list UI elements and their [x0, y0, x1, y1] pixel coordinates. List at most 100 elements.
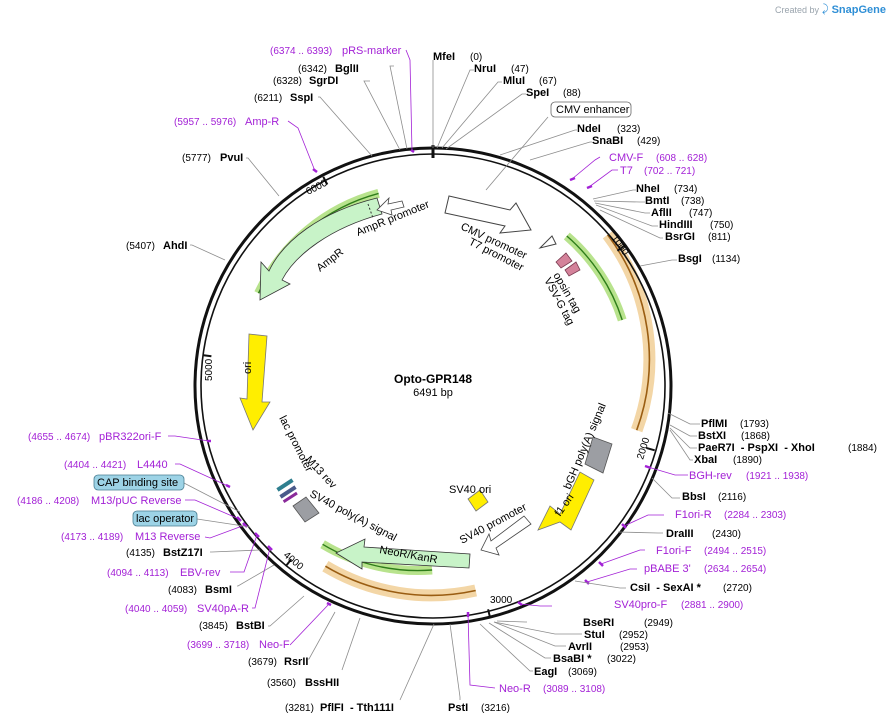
- cmv-promoter-arrow[interactable]: [444, 195, 532, 234]
- enzyme-label[interactable]: BsgI: [678, 253, 702, 265]
- primer-label[interactable]: Amp-R: [245, 116, 279, 128]
- primer-label[interactable]: SV40pA-R: [197, 603, 249, 615]
- primer-label[interactable]: CMV-F: [609, 152, 644, 164]
- primer-position: (2634 .. 2654): [704, 564, 766, 575]
- enzyme-position: (2949): [644, 618, 673, 629]
- sv40-ori-box[interactable]: [467, 489, 489, 512]
- ampr-arrow[interactable]: [259, 197, 383, 301]
- enzyme-position: (47): [511, 64, 529, 75]
- primer-label[interactable]: pBABE 3': [644, 563, 691, 575]
- m13-rev-bar[interactable]: [276, 478, 294, 492]
- enzyme-label[interactable]: BstZ17I: [163, 547, 203, 559]
- primer-position: (4404 .. 4421): [64, 460, 126, 471]
- enzyme-label[interactable]: SpeI: [526, 87, 549, 99]
- enzyme-label[interactable]: BssHII: [305, 677, 339, 689]
- enzyme-label[interactable]: DraIII: [666, 528, 694, 540]
- orf-band-right[interactable]: [602, 231, 656, 433]
- primer-label[interactable]: BGH-rev: [689, 470, 732, 482]
- enzyme-label[interactable]: BseRI: [583, 617, 614, 629]
- primer-position: (3089 .. 3108): [543, 684, 605, 695]
- sv40-polya-box[interactable]: [292, 496, 320, 523]
- primer-label[interactable]: SV40pro-F: [614, 599, 667, 611]
- enzyme-position: (1890): [733, 455, 762, 466]
- opsin-tag-shape[interactable]: [555, 252, 573, 269]
- enzyme-label[interactable]: BsaBI *: [553, 653, 592, 665]
- enzyme-label[interactable]: XbaI: [694, 454, 717, 466]
- primer-label[interactable]: Neo-F: [259, 639, 290, 651]
- enzyme-label[interactable]: AflII: [651, 207, 672, 219]
- snapgene-credit: Created by ⤸ SnapGene: [775, 3, 886, 16]
- primer-label[interactable]: EBV-rev: [180, 567, 221, 579]
- enzyme-position: (811): [708, 232, 731, 243]
- callout-cmv-enhancer[interactable]: CMV enhancer: [485, 101, 632, 191]
- enzyme-label[interactable]: CsiI - SexAI *: [630, 582, 702, 594]
- primer-label[interactable]: T7: [620, 165, 633, 177]
- enzyme-label[interactable]: BsrGI: [665, 231, 695, 243]
- enzyme-position: (2720): [723, 583, 752, 594]
- feature-arcs: [254, 189, 656, 602]
- vsvg-tag-shape[interactable]: [564, 261, 581, 277]
- enzyme-label[interactable]: BstXI: [698, 430, 726, 442]
- enzyme-position: (5407): [126, 241, 155, 252]
- t7-promoter-arrow[interactable]: [538, 235, 557, 249]
- enzyme-label[interactable]: MluI: [503, 75, 525, 87]
- enzyme-label[interactable]: BstBI: [236, 620, 265, 632]
- primer-position: (702 .. 721): [644, 166, 695, 177]
- primer-position: (608 .. 628): [656, 153, 707, 164]
- enzyme-label[interactable]: HindIII: [659, 219, 693, 231]
- enzyme-label[interactable]: AhdI: [163, 240, 187, 252]
- enzyme-label[interactable]: RsrII: [284, 656, 308, 668]
- enzyme-label[interactable]: PvuI: [220, 152, 243, 164]
- primer-label[interactable]: F1ori-F: [656, 545, 692, 557]
- enzyme-label[interactable]: BbsI: [682, 491, 706, 503]
- primer-label[interactable]: M13/pUC Reverse: [91, 495, 181, 507]
- neo-kanr-arrow[interactable]: [335, 538, 471, 570]
- callout-lac-operator-label: lac operator: [136, 513, 194, 525]
- enzyme-position: (1134): [712, 254, 740, 265]
- callout-cmv-enhancer-label: CMV enhancer: [556, 104, 630, 116]
- enzyme-position: (2430): [712, 529, 741, 540]
- opsin-orf-line: [566, 235, 623, 321]
- enzyme-position: (747): [689, 208, 712, 219]
- callout-lac-operator[interactable]: lac operator: [132, 510, 251, 528]
- enzyme-label[interactable]: EagI: [534, 666, 557, 678]
- enzyme-label[interactable]: AvrII: [568, 641, 592, 653]
- enzyme-label[interactable]: MfeI: [433, 51, 455, 63]
- primer-position: (1921 .. 1938): [746, 471, 808, 482]
- enzyme-label[interactable]: BglII: [335, 63, 359, 75]
- enzyme-label[interactable]: PstI: [448, 702, 468, 714]
- enzyme-label[interactable]: NdeI: [577, 123, 601, 135]
- enzyme-position: (88): [563, 88, 581, 99]
- enzyme-label[interactable]: SspI: [290, 92, 313, 104]
- primer-label[interactable]: pRS-marker: [342, 45, 402, 57]
- primer-label[interactable]: Neo-R: [499, 683, 531, 695]
- lac-operator-bar[interactable]: [279, 485, 297, 499]
- callout-cap-binding-site[interactable]: CAP binding site: [93, 474, 241, 513]
- primer-label[interactable]: L4440: [137, 459, 168, 471]
- enzyme-label[interactable]: BmtI: [645, 195, 669, 207]
- leader-lines: [190, 60, 700, 701]
- primer-position: (2881 .. 2900): [681, 600, 743, 611]
- bgh-polya-box[interactable]: [584, 436, 613, 474]
- enzyme-label[interactable]: NheI: [636, 183, 660, 195]
- enzyme-label[interactable]: PflMI: [701, 418, 727, 430]
- enzyme-label[interactable]: NruI: [474, 63, 496, 75]
- primer-label[interactable]: pBR322ori-F: [99, 431, 162, 443]
- sv40-promoter-arrow[interactable]: [480, 515, 532, 556]
- ampr-promoter-arrow[interactable]: [376, 196, 405, 216]
- primer-label[interactable]: M13 Reverse: [135, 531, 200, 543]
- f1-ori-arrow[interactable]: [537, 471, 595, 531]
- enzyme-position: (67): [539, 76, 557, 87]
- label-ori: ori: [242, 362, 254, 374]
- primer-label[interactable]: F1ori-R: [675, 509, 712, 521]
- enzyme-label[interactable]: SnaBI: [592, 135, 623, 147]
- enzyme-label[interactable]: StuI: [584, 629, 605, 641]
- m13-primer-bar[interactable]: [282, 491, 298, 504]
- enzyme-label[interactable]: BsmI: [205, 584, 232, 596]
- ori-arrow[interactable]: [239, 333, 271, 431]
- enzyme-label[interactable]: SgrDI: [309, 75, 338, 87]
- label-sv40-polya: SV40 poly(A) signal: [308, 488, 399, 544]
- enzyme-label[interactable]: PflFI - Tth111I: [320, 702, 394, 714]
- enzyme-label[interactable]: PaeR7I - PspXI - XhoI: [698, 442, 815, 454]
